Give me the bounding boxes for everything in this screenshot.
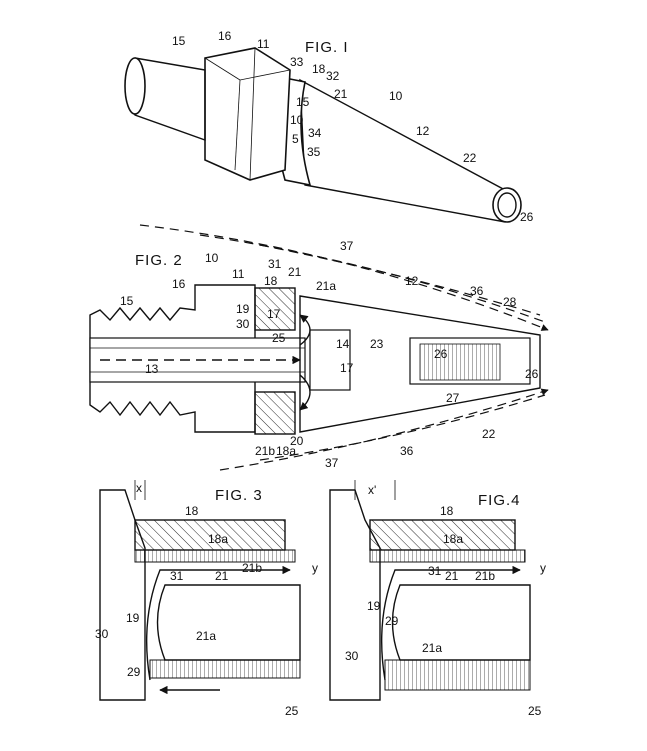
fig4-label: x' xyxy=(368,483,376,497)
fig1-label-group: 15 16 11 33 18 32 21 10 12 22 26 34 35 5… xyxy=(172,29,534,224)
dial-scale-mark: 15 xyxy=(296,95,310,109)
fig2-label: 11 xyxy=(232,267,245,281)
fig3-label: 19 xyxy=(126,611,140,625)
fig4-label-group: x' 18 18a y 31 21 21b 19 29 30 21a 25 xyxy=(345,483,546,718)
fig2-label: 23 xyxy=(370,337,384,351)
fig2-label: 28 xyxy=(503,295,517,309)
fig1-label: 15 xyxy=(172,34,186,48)
fig1-label: 10 xyxy=(389,89,403,103)
fig2-label: 31 xyxy=(268,257,282,271)
fig2-label: 17 xyxy=(340,361,354,375)
fig2-label: 16 xyxy=(172,277,186,291)
inner-chamber-17 xyxy=(309,329,351,391)
fig1-label: 21 xyxy=(334,87,348,101)
fig2-label: 12 xyxy=(405,274,419,288)
fig3-label: 25 xyxy=(285,704,299,718)
ring-21 xyxy=(391,584,531,661)
fig3-label: 30 xyxy=(95,627,109,641)
dial-scale-mark: 10 xyxy=(290,113,304,127)
fig1-label: 16 xyxy=(218,29,232,43)
fig2-label: 26 xyxy=(525,367,539,381)
fig2-label: 27 xyxy=(446,391,460,405)
fig2-sectional-view xyxy=(89,224,549,471)
fig3-label: 21a xyxy=(196,629,216,643)
fig1-label: 35 xyxy=(307,145,321,159)
fig3-label: 21b xyxy=(242,561,262,575)
fig2-label: 14 xyxy=(336,337,350,351)
ring-18-top xyxy=(254,287,296,331)
ring-18 xyxy=(369,519,516,551)
fig3-title: FIG. 3 xyxy=(215,487,263,504)
fig2-label: 18a xyxy=(276,444,296,458)
fig2-label: 13 xyxy=(145,362,159,376)
fig3-label: 18 xyxy=(185,504,199,518)
air-flow-line-upper xyxy=(139,224,549,331)
fig1-title: FIG. I xyxy=(305,39,349,56)
fig1-label: 34 xyxy=(308,126,322,140)
fig2-label: 17 xyxy=(267,307,281,321)
fig2-label: 20 xyxy=(290,434,304,448)
fig3-label: 31 xyxy=(170,569,184,583)
fig1-label: 33 xyxy=(290,55,304,69)
fig2-label: 21 xyxy=(288,265,302,279)
fig3-label: 18a xyxy=(208,532,228,546)
fig1-label: 12 xyxy=(416,124,430,138)
fig4-title: FIG.4 xyxy=(478,492,521,509)
fig4-label: 21b xyxy=(475,569,495,583)
fig4-detail-view xyxy=(329,480,531,701)
hex-nut xyxy=(204,47,291,181)
fig3-label: x xyxy=(136,481,142,495)
fig2-label: 36 xyxy=(470,284,484,298)
fig1-perspective-view xyxy=(124,47,522,223)
fig3-detail-view xyxy=(99,480,301,701)
fig2-label: 26 xyxy=(434,347,448,361)
fig4-label: 21a xyxy=(422,641,442,655)
fig2-label: 22 xyxy=(482,427,496,441)
fig2-label: 21b xyxy=(255,444,275,458)
fig4-label: 25 xyxy=(528,704,542,718)
fig2-label: 18 xyxy=(264,274,278,288)
fig1-label: 11 xyxy=(257,37,270,51)
fig4-label: y xyxy=(540,561,546,575)
fig4-label: 30 xyxy=(345,649,359,663)
fig2-label: 10 xyxy=(205,251,219,265)
fig1-label: 18 xyxy=(312,62,326,76)
ring-21 xyxy=(156,584,301,661)
fig2-label: 30 xyxy=(236,317,250,331)
fig2-label: 37 xyxy=(340,239,354,253)
fig1-label: 32 xyxy=(326,69,340,83)
fig2-label: 25 xyxy=(272,331,286,345)
fig2-title: FIG. 2 xyxy=(135,252,183,269)
fig2-label: 37 xyxy=(325,456,339,470)
fig3-label-group: x 18 18a y 31 21 21b 19 30 29 21a 25 xyxy=(95,481,318,718)
fig4-label: 29 xyxy=(385,614,399,628)
fig2-label: 15 xyxy=(120,294,134,308)
fig2-label: 19 xyxy=(236,302,250,316)
fig4-label: 19 xyxy=(367,599,381,613)
ring-18-bottom xyxy=(254,391,296,435)
fig2-label: 21a xyxy=(316,279,336,293)
tapered-body xyxy=(299,78,514,223)
fig4-label: 18 xyxy=(440,504,454,518)
fig4-label: 18a xyxy=(443,532,463,546)
fig3-label: y xyxy=(312,561,318,575)
fig4-label: 21 xyxy=(445,569,459,583)
fig4-label: 31 xyxy=(428,564,442,578)
ring-18 xyxy=(134,519,286,551)
tapered-body-section xyxy=(299,295,541,433)
fig2-label: 36 xyxy=(400,444,414,458)
fig1-label: 26 xyxy=(520,210,534,224)
fig2-label-group: 10 11 31 21 18 21a 37 12 36 28 16 15 19 … xyxy=(120,239,539,470)
fig3-label: 29 xyxy=(127,665,141,679)
fig1-label: 22 xyxy=(463,151,477,165)
dial-scale-mark: 5 xyxy=(292,132,299,146)
fig3-label: 21 xyxy=(215,569,229,583)
